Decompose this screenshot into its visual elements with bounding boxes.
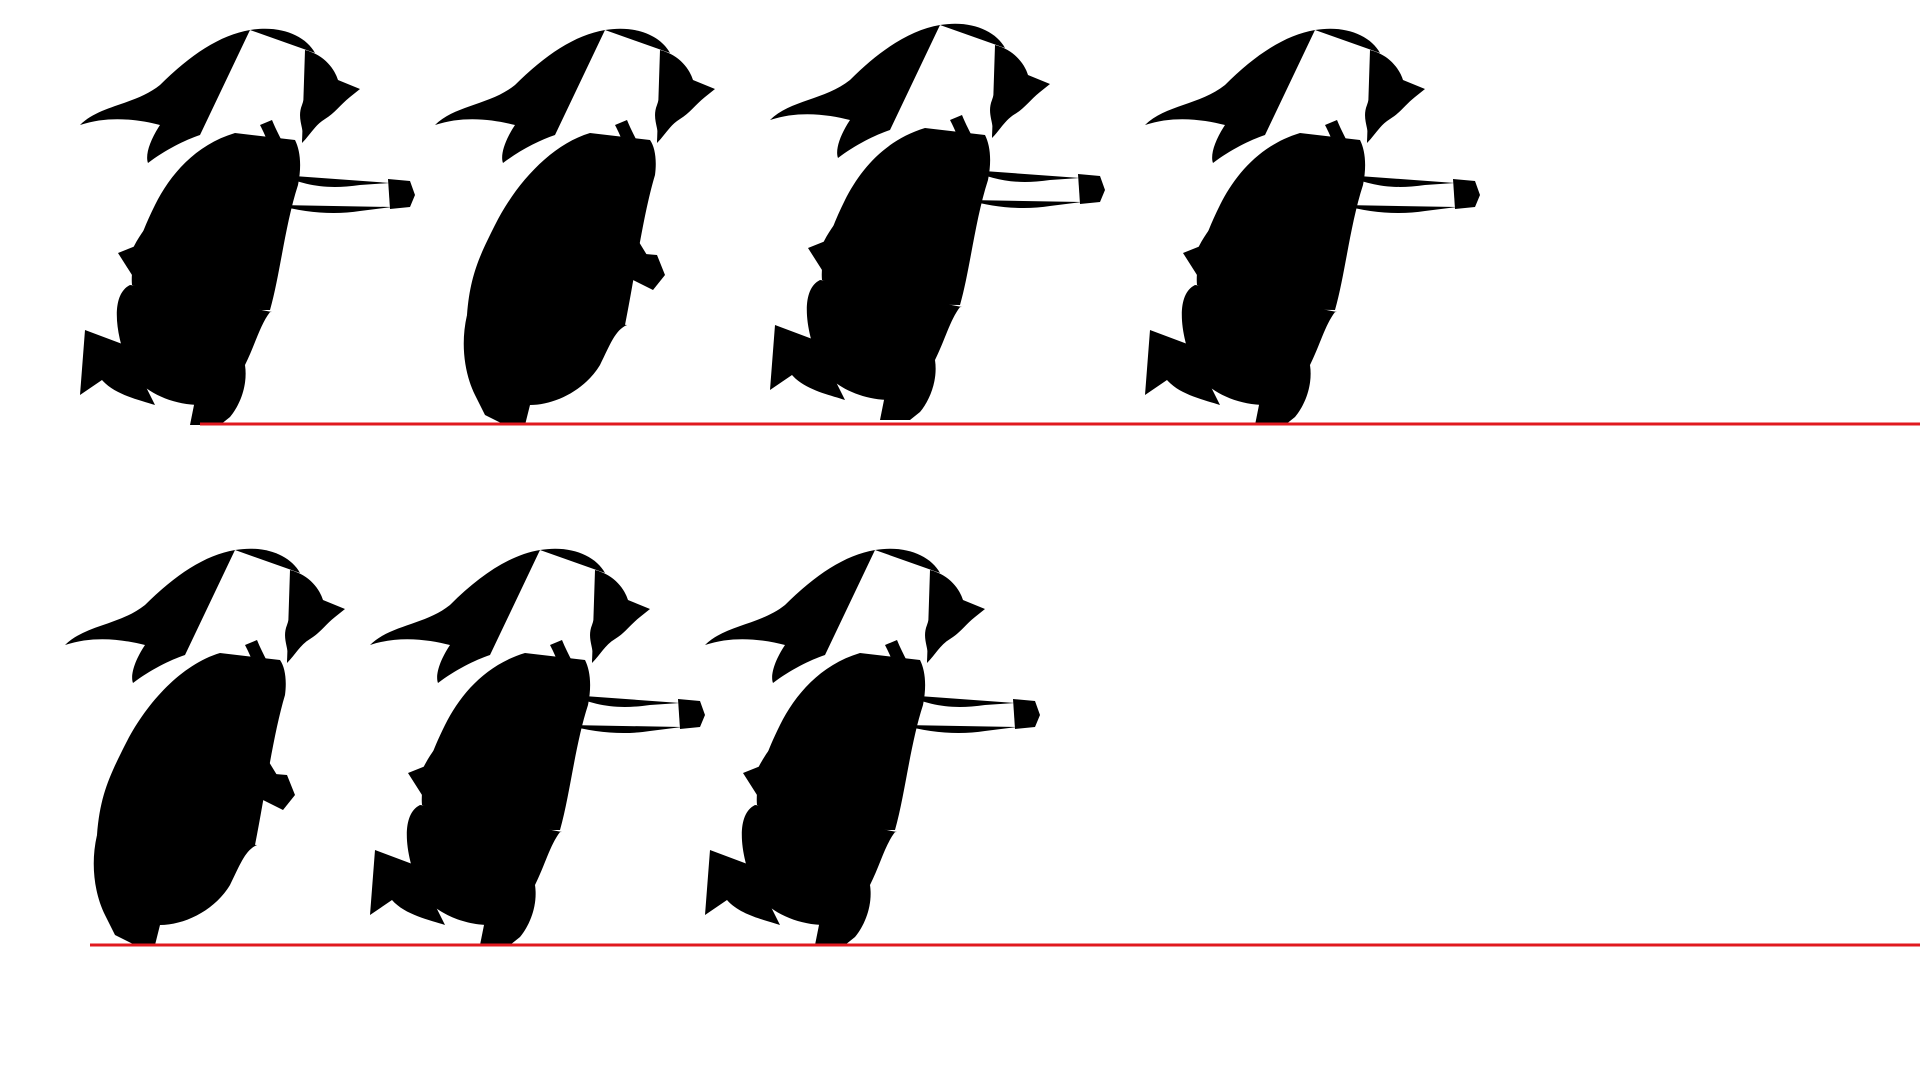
row-2: [65, 548, 1920, 947]
row-1: [80, 23, 1920, 426]
frame-7: [705, 548, 1040, 945]
frame-3: [770, 23, 1105, 420]
frame-6: [370, 548, 705, 945]
frame-1: [80, 28, 415, 425]
frame-5: [65, 548, 345, 945]
frame-4: [1145, 28, 1480, 425]
frame-2: [435, 28, 715, 425]
